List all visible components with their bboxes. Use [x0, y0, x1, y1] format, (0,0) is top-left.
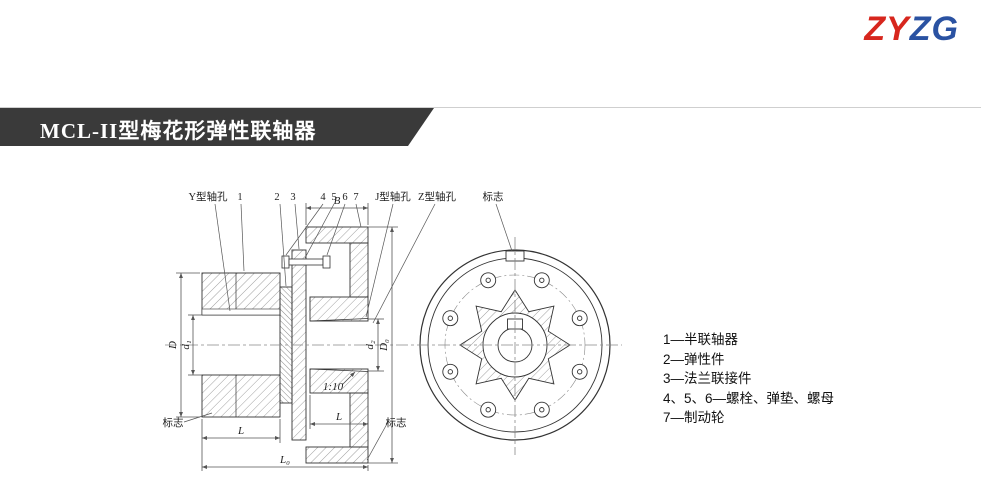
dim-d2: d₂: [364, 340, 376, 350]
dimensions: [176, 203, 398, 471]
legend-item: 7—制动轮: [663, 410, 725, 425]
label-part-7: 7: [353, 192, 358, 203]
logo-text-zg: ZG: [909, 10, 959, 48]
dim-L0: L₀: [279, 454, 290, 466]
brake-wheel-section: [305, 226, 369, 464]
header-rule: [0, 107, 981, 108]
label-j-bore: J型轴孔: [375, 190, 411, 203]
dim-D0: D₀: [378, 339, 390, 352]
legend-item: 4、5、6—螺栓、弹垫、螺母: [663, 390, 835, 406]
dim-L-right: L: [335, 411, 342, 423]
title-banner: MCL-II型梅花形弹性联轴器: [0, 108, 434, 146]
parts-legend: 1—半联轴器 2—弹性件 3—法兰联接件 4、5、6—螺栓、弹垫、螺母 7—制动…: [663, 330, 834, 428]
label-y-bore: Y型轴孔: [188, 190, 228, 203]
dimension-labels: B D d₁ d₂ D₀ L L L₀ 1:10: [167, 195, 390, 466]
label-part-1: 1: [237, 192, 242, 203]
legend-item: 3—法兰联接件: [663, 371, 752, 386]
label-part-5: 5: [331, 192, 336, 203]
technical-drawing: Y型轴孔 1 2 3 4 5 6 7 J型轴孔 Z型轴孔 标志 标志 标志: [140, 175, 660, 485]
logo-text-zy: ZY: [864, 10, 910, 48]
page-title: MCL-II型梅花形弹性联轴器: [40, 119, 317, 143]
legend-item: 2—弹性件: [663, 351, 725, 367]
centerlines: [165, 237, 622, 455]
label-part-3: 3: [290, 192, 295, 203]
bolt-holes: [442, 272, 588, 418]
dim-B: B: [334, 195, 341, 207]
label-mark-top: 标志: [483, 190, 504, 203]
dim-L-left: L: [237, 425, 244, 437]
dim-D: D: [167, 341, 179, 350]
brand-logo: ZYZG: [864, 12, 959, 46]
keyway-slot: [201, 308, 281, 316]
label-part-2: 2: [274, 192, 279, 203]
dim-d1: d₁: [180, 340, 192, 350]
label-part-4: 4: [320, 192, 326, 203]
bolt-assembly: [281, 255, 331, 269]
legend-item: 1—半联轴器: [663, 332, 739, 347]
coupling-drawing-svg: Y型轴孔 1 2 3 4 5 6 7 J型轴孔 Z型轴孔 标志 标志 标志: [163, 190, 622, 471]
label-mark-bottom-right: 标志: [386, 416, 407, 429]
label-z-bore: Z型轴孔: [418, 190, 456, 203]
label-part-6: 6: [342, 192, 347, 203]
label-mark-bottom-left: 标志: [163, 416, 184, 429]
dim-taper: 1:10: [323, 381, 344, 393]
